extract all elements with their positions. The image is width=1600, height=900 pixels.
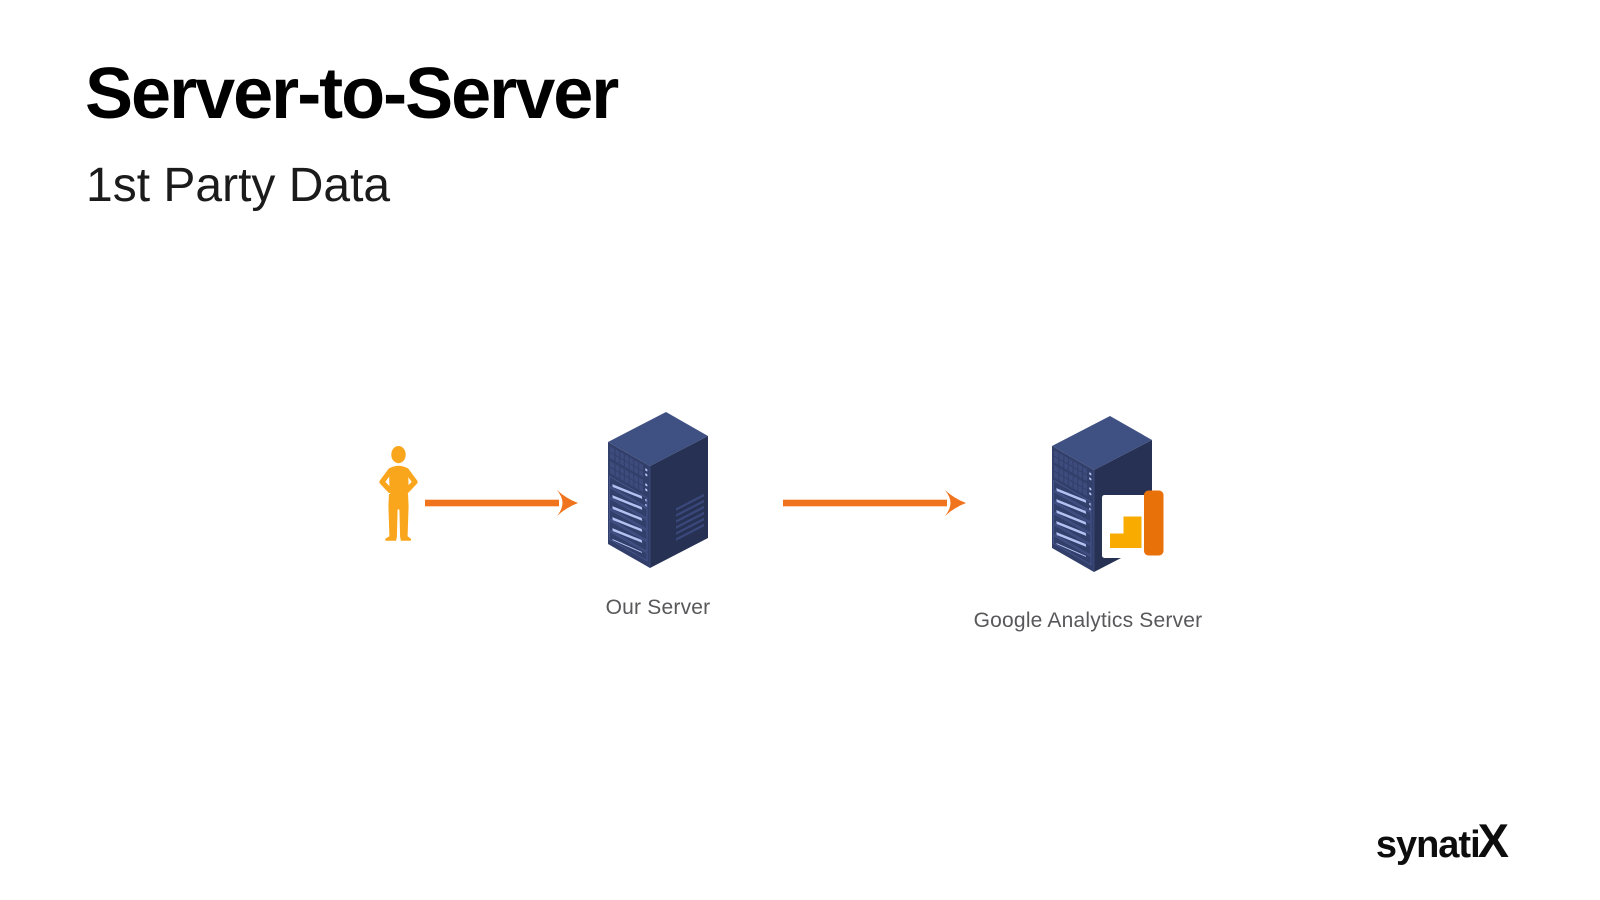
- arrow-right-icon: [425, 490, 578, 516]
- page-subtitle: 1st Party Data: [86, 159, 391, 212]
- synatix-logo-text: synati: [1375, 824, 1481, 866]
- google-analytics-server-label: Google Analytics Server: [973, 609, 1203, 632]
- page-title: Server-to-Server: [85, 54, 619, 134]
- arrow-right-icon: [783, 490, 966, 516]
- google-analytics-logo-icon: [1102, 489, 1166, 559]
- synatix-logo: synati X: [1375, 814, 1509, 867]
- our-server-label: Our Server: [605, 596, 711, 619]
- user-person-icon: [379, 446, 418, 541]
- our-server-icon: [598, 398, 718, 580]
